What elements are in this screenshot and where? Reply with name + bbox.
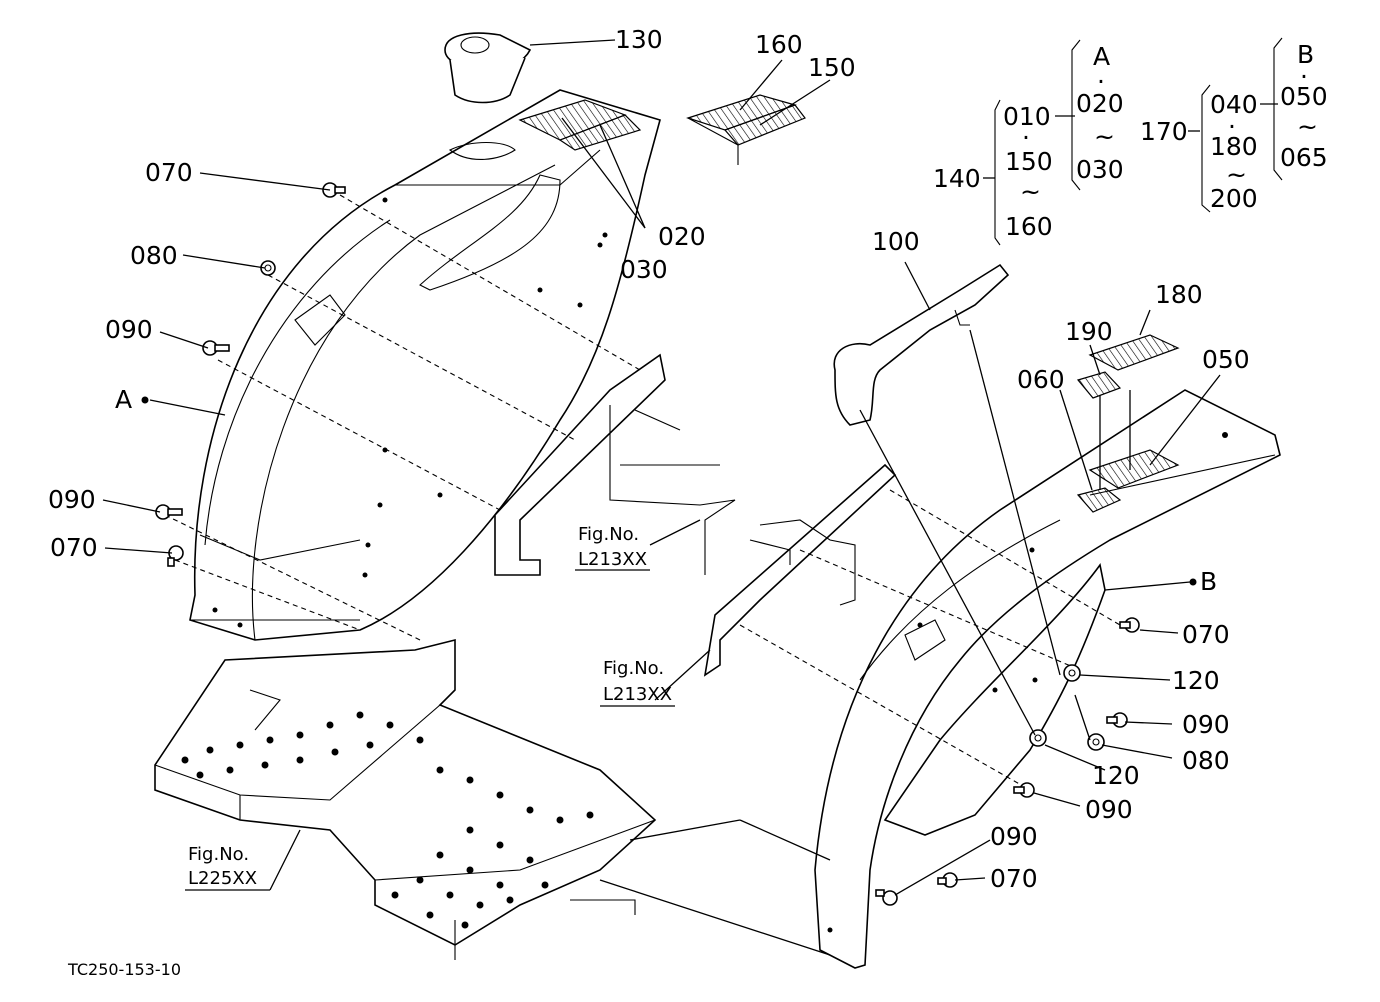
label-070-b: 070 [50,533,98,562]
left-bracket [494,353,736,576]
legend-B-2: 065 [1280,143,1328,172]
part-labels: 130 160 150 070 080 090 A 090 070 020 03… [48,25,1250,893]
label-070-d: 070 [990,864,1038,893]
legend-140-a: 010 [1003,102,1051,131]
label-050: 050 [1202,345,1250,374]
label-B: B [1200,567,1217,596]
mounting-holes [212,197,1228,933]
bolt-090-a [202,340,230,356]
label-180: 180 [1155,280,1203,309]
decal-sheet-160-150 [686,94,806,165]
bolt-090-e [875,889,898,906]
label-030: 030 [620,255,668,284]
fig-ref-2: L213XX [603,684,672,705]
fig-ref-3: L225XX [188,868,257,889]
left-fender [189,89,661,641]
legend-B-tilde: ~ [1297,112,1318,141]
label-A-dot [141,396,149,404]
label-160: 160 [755,30,803,59]
label-150: 150 [808,53,856,82]
legend-B: B [1297,40,1314,69]
dashed-lines [164,194,1121,791]
right-decals [1076,334,1180,399]
legend-170-label: 170 [1140,117,1188,146]
legend-140-tilde: ~ [1020,177,1041,206]
right-fender [814,389,1281,969]
fig-ref-prefix-3: Fig.No. [188,844,249,865]
bolt-070-d [937,872,958,888]
label-190: 190 [1065,317,1113,346]
legend-B-1: 050 [1280,82,1328,111]
label-090-a: 090 [105,315,153,344]
legend-140-dot: · [1022,123,1030,152]
legend-140-label: 140 [933,164,981,193]
legend-A-tilde: ~ [1094,122,1115,151]
fig-ref-prefix-1: Fig.No. [578,524,639,545]
label-020: 020 [658,222,706,251]
label-090-e: 090 [990,822,1038,851]
legend-A-dot: · [1097,67,1105,96]
legend-A: A [1093,42,1110,71]
legend-170-a: 040 [1210,90,1258,119]
label-100: 100 [872,227,920,256]
label-A: A [115,385,132,414]
washer-120-a [1063,664,1081,682]
legend-B-dot: · [1300,62,1308,91]
cup-holder-130 [444,32,532,104]
legend-A-1: 020 [1076,89,1124,118]
legend-140: 140 010 · 150 ~ 160 A · 020 ~ 030 [933,39,1124,246]
label-B-dot [1189,578,1197,586]
bolt-090-c [1106,712,1128,728]
floor-plate [154,638,657,960]
label-080-a: 080 [130,241,178,270]
label-070-a: 070 [145,158,193,187]
floor-holes [181,711,594,929]
label-070-c: 070 [1182,620,1230,649]
legend-A-2: 030 [1076,155,1124,184]
bolt-070-c [1119,617,1140,633]
leader-lines [102,39,1221,956]
figure-references: Fig.No. L213XX Fig.No. L213XX Fig.No. L2… [185,524,675,891]
label-090-d: 090 [1085,795,1133,824]
legend-140-b: 150 [1005,147,1053,176]
label-060: 060 [1017,365,1065,394]
legend-170-tilde: ~ [1226,160,1247,189]
label-090-c: 090 [1182,710,1230,739]
bolt-090-d [1013,782,1035,798]
right-bracket [703,463,897,677]
fig-ref-1: L213XX [578,549,647,570]
fig-ref-prefix-2: Fig.No. [603,658,664,679]
legend-170-c: 200 [1210,184,1258,213]
label-090-b: 090 [48,485,96,514]
grab-handle-100 [833,263,1010,426]
nut-080-b [1087,733,1105,751]
legend-170-b: 180 [1210,132,1258,161]
legend-140-c: 160 [1005,212,1053,241]
legend-170-dot: · [1228,112,1236,141]
label-130: 130 [615,25,663,54]
bolt-090-b [155,504,183,520]
drawing-code: TC250-153-10 [67,960,181,979]
label-120-b: 120 [1092,761,1140,790]
washer-120-b [1029,729,1047,747]
bolt-070-b [167,545,184,567]
legend-170: 170 040 · 180 ~ 200 B · 050 ~ 065 [1140,37,1328,213]
label-120-a: 120 [1172,666,1220,695]
label-080-b: 080 [1182,746,1230,775]
